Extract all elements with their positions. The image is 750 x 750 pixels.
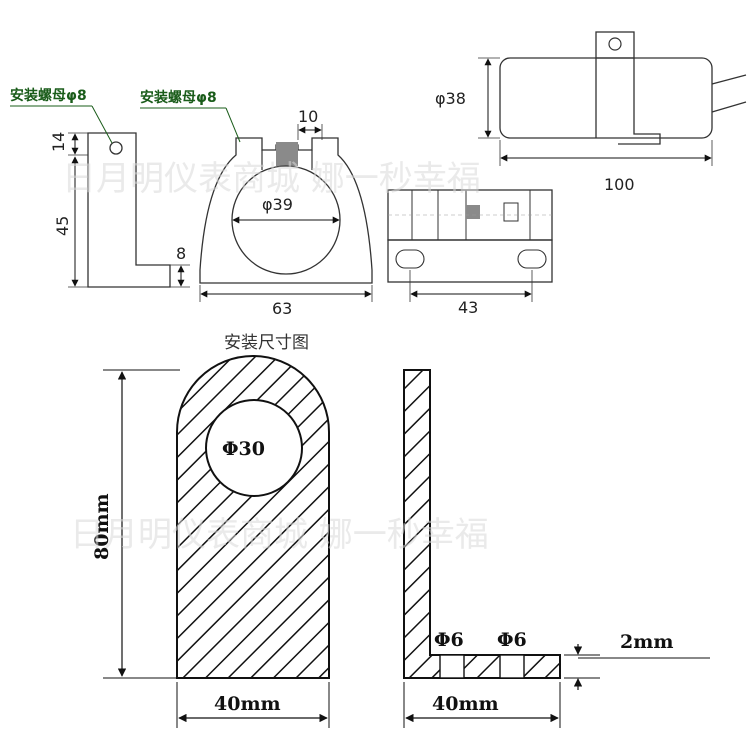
bottom-drawing: Φ30 80mm 40mm Φ6 Φ6 2mm (91, 355, 710, 728)
sensor-assembly-view: φ38 100 (435, 31, 747, 194)
dim-plate-height: 80mm (91, 493, 113, 560)
dim-sensor-length: 100 (604, 175, 635, 194)
side-bracket-view: 安装螺母φ8 14 45 8 (10, 87, 190, 288)
dim-thickness: 2mm (620, 631, 673, 653)
watermark-bottom: 日月明仪表商城 娜一秒幸福 (70, 515, 489, 555)
watermark-top: 日月明仪表商城 娜一秒幸福 (62, 159, 481, 199)
front-plate-view: Φ30 80mm 40mm (91, 355, 330, 728)
drawing-caption: 安装尺寸图 (224, 333, 309, 353)
dim-side-height: 45 (53, 216, 72, 236)
front-clamp-view: φ39 10 安装螺母φ8 63 (140, 89, 373, 318)
dim-bore: φ39 (262, 195, 293, 214)
dim-hole-a: Φ6 (434, 629, 464, 651)
nut-note-mid: 安装螺母φ8 (140, 89, 217, 106)
dim-plate-width: 40mm (214, 693, 281, 715)
dim-plate-bore: Φ30 (222, 438, 265, 460)
nut-note-left: 安装螺母φ8 (10, 87, 87, 104)
side-l-view: Φ6 Φ6 2mm 40mm (403, 369, 710, 728)
dim-hole-b: Φ6 (497, 629, 527, 651)
dim-slot-width: 10 (298, 107, 318, 126)
dim-sensor-dia: φ38 (435, 89, 466, 108)
dim-side-top: 14 (49, 132, 68, 152)
dim-hole-spacing: 43 (458, 298, 478, 317)
dim-side-width: 40mm (432, 693, 499, 715)
dim-side-foot: 8 (176, 244, 186, 263)
top-drawing: 安装螺母φ8 14 45 8 φ39 (10, 31, 747, 353)
dim-base-width: 63 (272, 299, 292, 318)
plan-view: 43 (387, 189, 553, 317)
